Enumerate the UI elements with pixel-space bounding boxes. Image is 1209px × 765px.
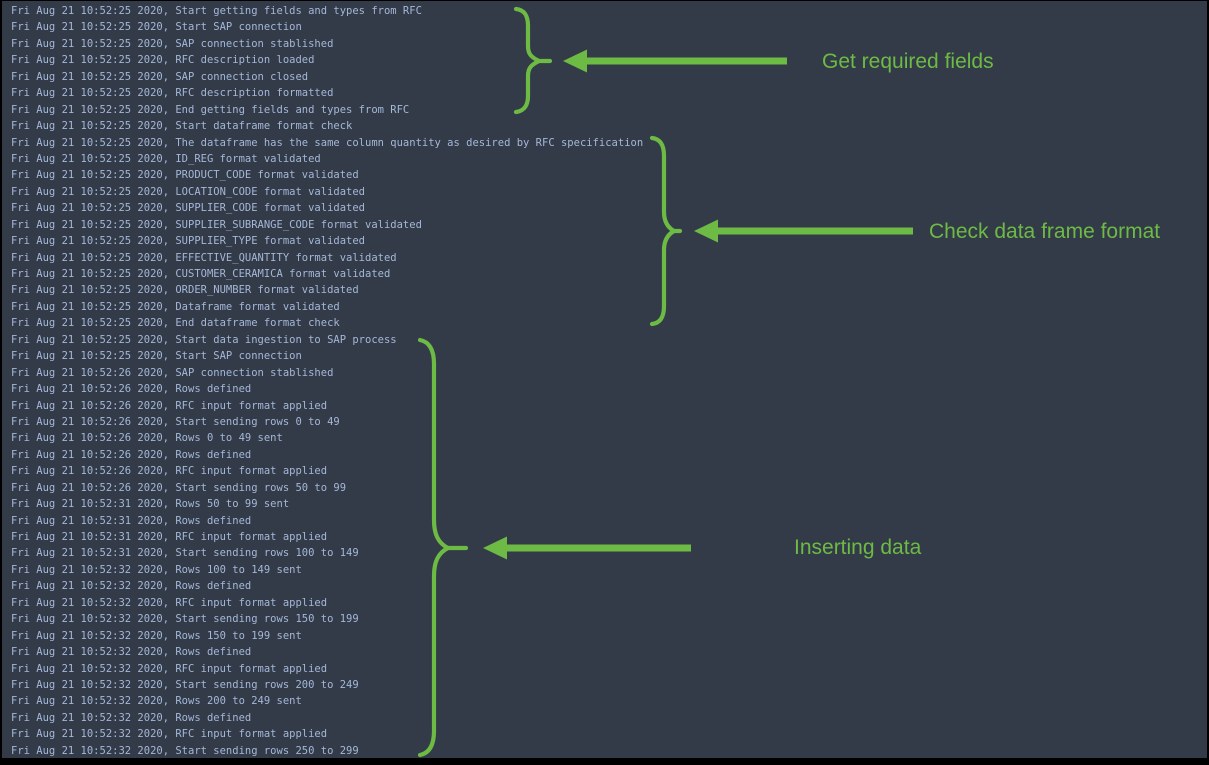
log-line: Fri Aug 21 10:52:25 2020, SUPPLIER_SUBRA… xyxy=(11,218,422,231)
log-line: Fri Aug 21 10:52:32 2020, Rows 150 to 19… xyxy=(11,629,302,642)
log-line: Fri Aug 21 10:52:32 2020, Rows 200 to 24… xyxy=(11,695,302,708)
log-line: Fri Aug 21 10:52:25 2020, SUPPLIER_TYPE … xyxy=(11,235,366,248)
log-line: Fri Aug 21 10:52:25 2020, SUPPLIER_CODE … xyxy=(11,202,366,215)
log-line: Fri Aug 21 10:52:26 2020, Start sending … xyxy=(11,415,340,428)
annotation-label-get-required-fields: Get required fields xyxy=(822,50,994,73)
log-line: Fri Aug 21 10:52:31 2020, RFC input form… xyxy=(11,531,328,543)
log-line: Fri Aug 21 10:52:32 2020, RFC input form… xyxy=(11,728,328,741)
log-line: Fri Aug 21 10:52:25 2020, ORDER_NUMBER f… xyxy=(11,284,359,297)
log-line: Fri Aug 21 10:52:26 2020, Rows defined xyxy=(11,383,252,396)
log-line: Fri Aug 21 10:52:26 2020, Rows defined xyxy=(11,448,252,461)
log-line: Fri Aug 21 10:52:32 2020, Rows defined xyxy=(11,580,252,593)
log-line: Fri Aug 21 10:52:26 2020, Start sending … xyxy=(11,481,347,494)
log-line: Fri Aug 21 10:52:26 2020, SAP connection… xyxy=(11,366,334,379)
annotation-label-check-data-frame-format: Check data frame format xyxy=(929,220,1161,243)
log-line: Fri Aug 21 10:52:25 2020, RFC descriptio… xyxy=(11,54,315,67)
log-line: Fri Aug 21 10:52:25 2020, End getting fi… xyxy=(11,103,410,116)
log-line: Fri Aug 21 10:52:26 2020, RFC input form… xyxy=(11,399,328,412)
log-line: Fri Aug 21 10:52:25 2020, Start datafram… xyxy=(11,120,353,133)
log-line: Fri Aug 21 10:52:25 2020, Start getting … xyxy=(11,5,422,17)
log-line: Fri Aug 21 10:52:26 2020, RFC input form… xyxy=(11,465,328,478)
log-line: Fri Aug 21 10:52:25 2020, PRODUCT_CODE f… xyxy=(11,169,359,182)
log-line: Fri Aug 21 10:52:32 2020, RFC input form… xyxy=(11,662,328,675)
log-line: Fri Aug 21 10:52:32 2020, Rows defined xyxy=(11,646,252,659)
log-line: Fri Aug 21 10:52:25 2020, RFC descriptio… xyxy=(11,87,334,100)
log-line: Fri Aug 21 10:52:25 2020, CUSTOMER_CERAM… xyxy=(11,268,391,280)
log-line: Fri Aug 21 10:52:25 2020, Start SAP conn… xyxy=(11,350,302,363)
log-line: Fri Aug 21 10:52:32 2020, Start sending … xyxy=(11,613,359,626)
log-line: Fri Aug 21 10:52:32 2020, Rows 100 to 14… xyxy=(11,563,302,576)
log-line: Fri Aug 21 10:52:26 2020, Rows 0 to 49 s… xyxy=(11,432,283,445)
log-line: Fri Aug 21 10:52:32 2020, RFC input form… xyxy=(11,596,328,609)
log-line: Fri Aug 21 10:52:25 2020, End dataframe … xyxy=(11,317,340,330)
log-line: Fri Aug 21 10:52:25 2020, SAP connection… xyxy=(11,70,309,83)
log-line: Fri Aug 21 10:52:32 2020, Start sending … xyxy=(11,678,359,691)
log-line: Fri Aug 21 10:52:32 2020, Start sending … xyxy=(11,744,359,757)
log-line: Fri Aug 21 10:52:25 2020, Dataframe form… xyxy=(11,300,340,313)
log-line: Fri Aug 21 10:52:32 2020, Rows defined xyxy=(11,711,252,724)
log-line: Fri Aug 21 10:52:25 2020, The dataframe … xyxy=(11,136,644,149)
annotation-label-inserting-data: Inserting data xyxy=(794,536,922,559)
log-line: Fri Aug 21 10:52:25 2020, ID_REG format … xyxy=(11,152,321,165)
log-output: Fri Aug 21 10:52:25 2020, Start getting … xyxy=(11,3,643,759)
log-line: Fri Aug 21 10:52:31 2020, Rows defined xyxy=(11,514,252,527)
log-line: Fri Aug 21 10:52:31 2020, Rows 50 to 99 … xyxy=(11,498,290,511)
log-line: Fri Aug 21 10:52:25 2020, SAP connection… xyxy=(11,37,334,50)
log-line: Fri Aug 21 10:52:25 2020, Start SAP conn… xyxy=(11,21,302,34)
log-line: Fri Aug 21 10:52:31 2020, Start sending … xyxy=(11,547,359,560)
log-line: Fri Aug 21 10:52:25 2020, LOCATION_CODE … xyxy=(11,185,366,198)
log-line: Fri Aug 21 10:52:25 2020, Start data ing… xyxy=(11,333,397,346)
log-line: Fri Aug 21 10:52:25 2020, EFFECTIVE_QUAN… xyxy=(11,251,397,264)
